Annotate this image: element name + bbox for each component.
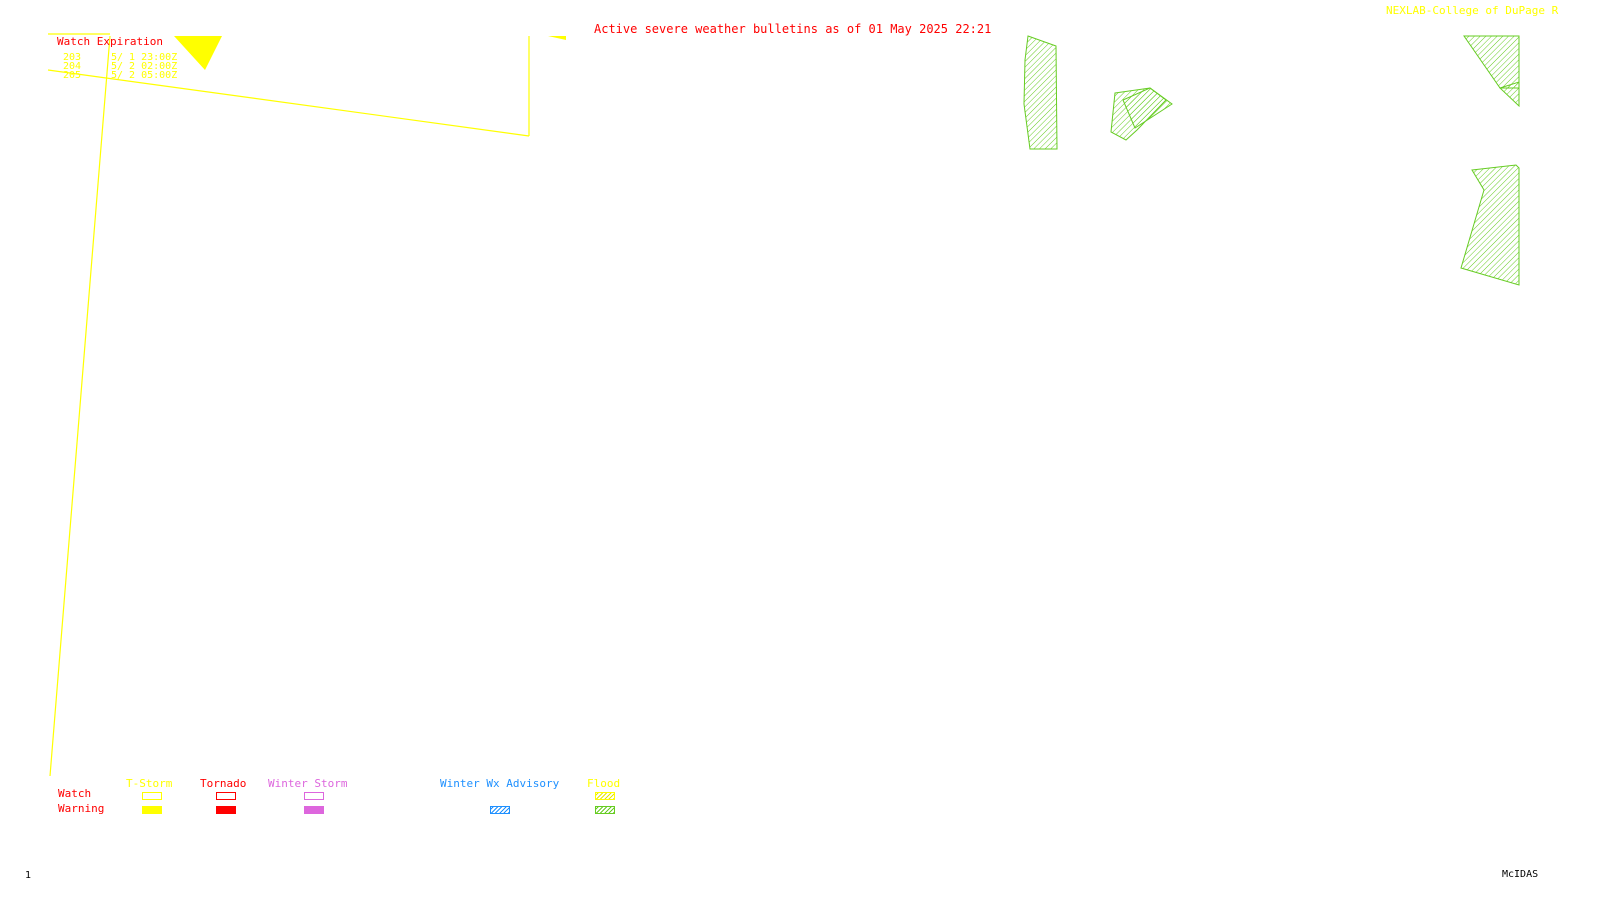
watch-id: 205 — [63, 70, 82, 81]
legend-winter-storm-warning-swatch — [304, 806, 324, 814]
flood-warning-polygon — [1122, 87, 1173, 129]
flood-warning-polygon — [1499, 81, 1520, 108]
flood-warning-polygon — [1460, 164, 1520, 286]
legend-tstorm-watch-swatch — [142, 792, 162, 800]
flood-warning-polygons — [1023, 35, 1520, 286]
tstorm-warning-polygon — [548, 36, 566, 40]
watch-boundary-line — [47, 69, 530, 137]
legend-tstorm-label: T-Storm — [126, 777, 173, 790]
legend-watch-row-label: Watch — [58, 787, 92, 800]
watch-expiry-time: 5/ 2 02:00Z — [111, 61, 178, 72]
watch-boundary-line — [49, 35, 111, 777]
watch-expiry-time: 5/ 1 23:00Z — [111, 52, 178, 63]
page-title: Active severe weather bulletins as of 01… — [594, 22, 992, 36]
flood-warning-polygon — [1463, 35, 1520, 89]
legend-winter-advisory-label: Winter Wx Advisory — [440, 777, 560, 790]
legend-warning-row-label: Warning — [58, 802, 105, 815]
legend-winter-storm-watch-swatch — [304, 792, 324, 800]
frame-number: 1 — [25, 870, 32, 881]
software-label: McIDAS — [1502, 869, 1539, 880]
tstorm-watch-outlines — [47, 33, 530, 777]
watch-id: 203 — [63, 52, 82, 63]
tstorm-warning-polygon — [174, 36, 222, 70]
watch-expiry-time: 5/ 2 05:00Z — [111, 70, 178, 81]
watch-id: 204 — [63, 61, 82, 72]
flood-warning-polygon — [1023, 35, 1058, 150]
legend-flood-warning-swatch — [595, 806, 615, 814]
legend-winter-storm-label: Winter Storm — [268, 777, 348, 790]
legend-tstorm-warning-swatch — [142, 806, 162, 814]
source-credit: NEXLAB-College of DuPage R — [1386, 4, 1559, 17]
legend-tornado-warning-swatch — [216, 806, 236, 814]
legend-flood-label: Flood — [587, 777, 621, 790]
watch-expiration-heading: Watch Expiration — [57, 35, 163, 48]
legend-winter-advisory-swatch — [490, 806, 510, 814]
legend-tornado-watch-swatch — [216, 792, 236, 800]
legend-flood-watch-swatch — [595, 792, 615, 800]
legend-tornado-label: Tornado — [200, 777, 247, 790]
